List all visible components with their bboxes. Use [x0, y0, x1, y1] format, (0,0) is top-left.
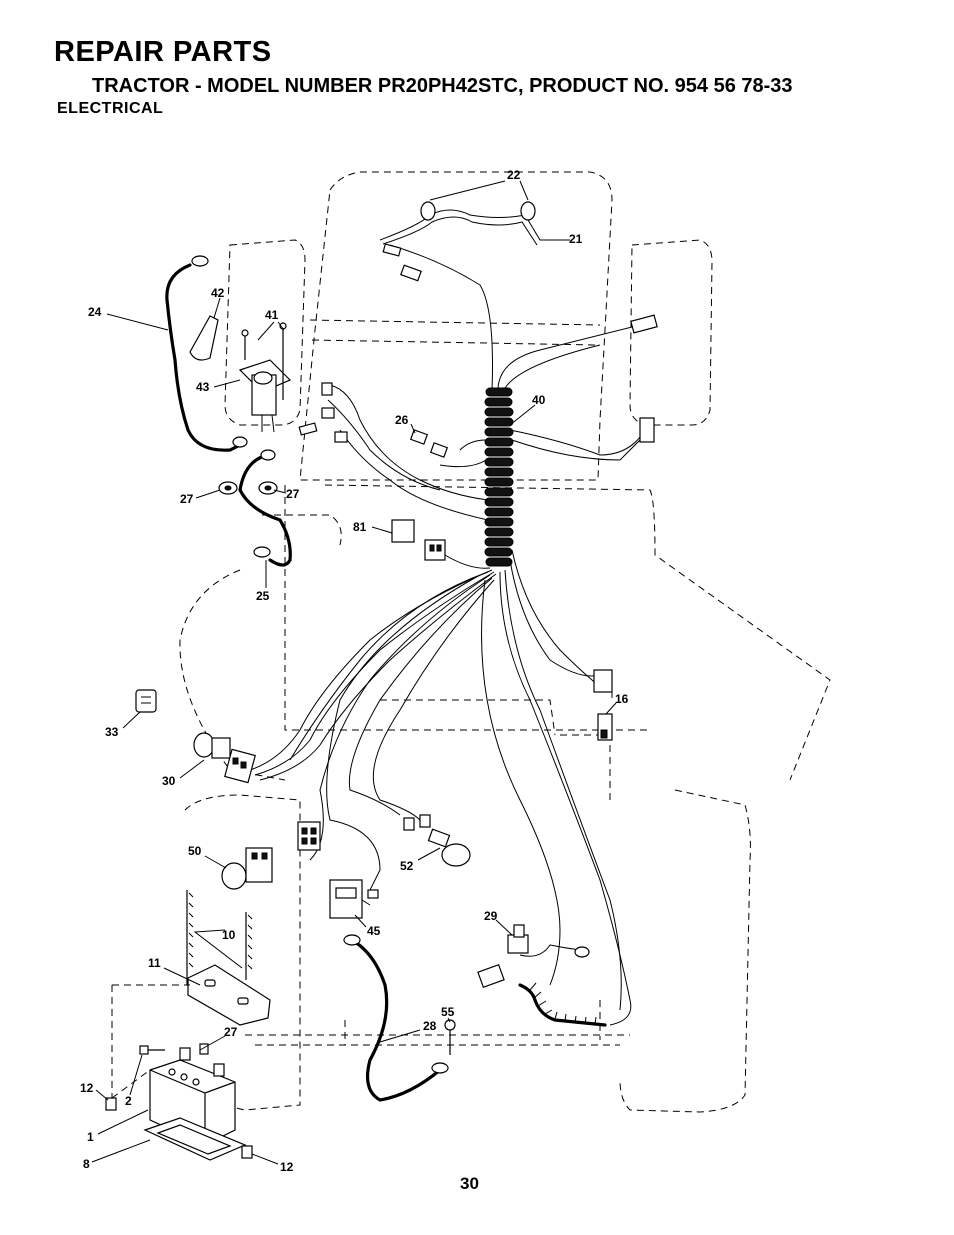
callout-16: 16	[615, 692, 629, 706]
switch-50	[221, 814, 431, 890]
callout-27c: 27	[224, 1025, 238, 1039]
leader-lines	[91, 180, 617, 1165]
callout-40: 40	[532, 393, 546, 407]
connectors-26	[298, 382, 449, 458]
callout-25: 25	[256, 589, 270, 603]
callout-43: 43	[196, 380, 210, 394]
cable-28	[343, 934, 449, 1102]
nuts-27	[218, 481, 278, 495]
page-subtitle: TRACTOR - MODEL NUMBER PR20PH42STC, PROD…	[92, 75, 793, 97]
callout-24: 24	[88, 305, 102, 319]
page-title: REPAIR PARTS	[54, 36, 272, 68]
callout-29: 29	[484, 909, 498, 923]
callout-21: 21	[569, 232, 583, 246]
callout-8: 8	[83, 1157, 90, 1171]
main-wire-harness	[249, 314, 658, 1026]
cable-25	[238, 449, 292, 567]
connector-16	[597, 713, 613, 741]
callout-labels: 22 21 24 42 41 43 40 26 27 27 81 25 16 3…	[80, 168, 629, 1174]
callout-22: 22	[507, 168, 521, 182]
battery-assembly	[105, 890, 271, 1161]
callout-30: 30	[162, 774, 176, 788]
harness-conduit	[484, 387, 514, 567]
switch-29	[477, 924, 607, 1027]
callout-12b: 12	[280, 1160, 294, 1174]
bolt-55	[444, 1019, 456, 1055]
section-title: ELECTRICAL	[57, 100, 164, 117]
callout-27b: 27	[286, 487, 300, 501]
callout-10: 10	[222, 928, 236, 942]
callout-81: 81	[353, 520, 367, 534]
headlight-harness	[379, 201, 570, 391]
callout-52: 52	[400, 859, 414, 873]
page-number: 30	[460, 1174, 479, 1193]
callout-26: 26	[395, 413, 409, 427]
lamp-52	[427, 828, 471, 867]
fuse-33	[135, 689, 157, 713]
hour-meter-45	[329, 879, 379, 919]
callout-1: 1	[87, 1130, 94, 1144]
ignition-switch-30	[193, 732, 256, 784]
callout-11: 11	[148, 956, 161, 970]
starter-solenoid	[189, 315, 292, 433]
callout-55: 55	[441, 1005, 455, 1019]
cable-24	[165, 255, 248, 452]
callout-45: 45	[367, 924, 381, 938]
callout-41: 41	[265, 308, 279, 322]
callout-42: 42	[211, 286, 225, 300]
callout-28: 28	[423, 1019, 437, 1033]
callout-33: 33	[105, 725, 119, 739]
callout-12a: 12	[80, 1081, 94, 1095]
callout-2: 2	[125, 1094, 132, 1108]
callout-50: 50	[188, 844, 202, 858]
coiled-cord	[518, 982, 607, 1027]
relay-81	[391, 519, 446, 561]
callout-27a: 27	[180, 492, 194, 506]
